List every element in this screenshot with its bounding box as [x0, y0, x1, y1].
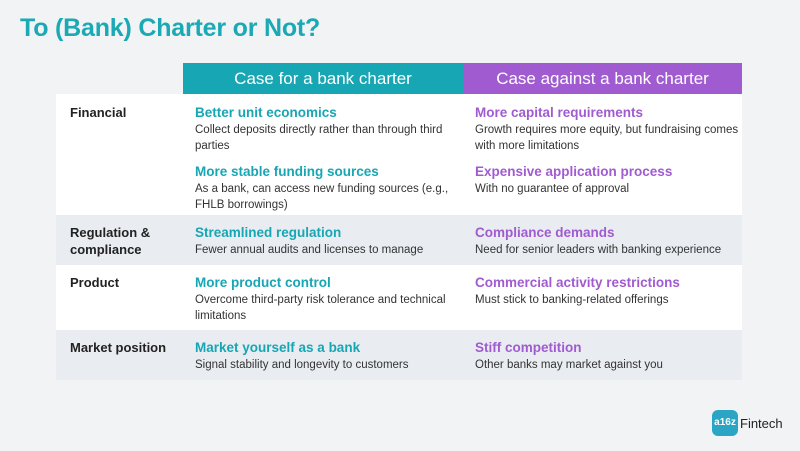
list-item: More stable funding sources As a bank, c… — [195, 163, 463, 213]
table-header: Case for a bank charter Case against a b… — [56, 63, 742, 94]
table-row-product: Product More product control Overcome th… — [56, 265, 742, 330]
item-description: Other banks may market against you — [475, 359, 663, 371]
list-item: Compliance demands Need for senior leade… — [475, 224, 742, 259]
list-item: Better unit economics Collect deposits d… — [195, 104, 463, 154]
item-description: With no guarantee of approval — [475, 183, 630, 195]
list-item: More capital requirements Growth require… — [475, 104, 742, 154]
a16z-logo-icon: a16z — [712, 410, 738, 436]
table-row-market-position: Market position Market yourself as a ban… — [56, 330, 742, 380]
header-case-against: Case against a bank charter — [463, 63, 742, 94]
list-item: Market yourself as a bank Signal stabili… — [195, 339, 463, 374]
list-item: Expensive application process With no gu… — [475, 163, 742, 198]
item-description: Need for senior leaders with banking exp… — [475, 244, 722, 256]
item-title: Streamlined regulation — [195, 225, 342, 240]
item-title: More stable funding sources — [195, 164, 379, 179]
logo-text: Fintech — [740, 415, 783, 431]
list-item: Commercial activity restrictions Must st… — [475, 274, 742, 309]
case-for-cell: More product control Overcome third-part… — [183, 274, 463, 330]
item-title: Expensive application process — [475, 164, 673, 179]
item-title: Market yourself as a bank — [195, 340, 361, 355]
item-title: More capital requirements — [475, 105, 644, 120]
case-for-cell: Better unit economics Collect deposits d… — [183, 104, 463, 215]
item-title: Compliance demands — [475, 225, 615, 240]
item-title: More product control — [195, 275, 331, 290]
row-category: Regulation & compliance — [70, 225, 151, 257]
case-against-cell: Compliance demands Need for senior leade… — [463, 224, 742, 265]
item-description: Growth requires more equity, but fundrai… — [475, 124, 739, 152]
item-description: As a bank, can access new funding source… — [195, 183, 449, 211]
case-against-cell: More capital requirements Growth require… — [463, 104, 742, 215]
row-category: Financial — [70, 105, 127, 120]
item-description: Fewer annual audits and licenses to mana… — [195, 244, 424, 256]
header-case-for: Case for a bank charter — [183, 63, 463, 94]
header-spacer — [56, 63, 183, 94]
item-title: Commercial activity restrictions — [475, 275, 680, 290]
table-row-regulation: Regulation & compliance Streamlined regu… — [56, 215, 742, 265]
case-against-cell: Stiff competition Other banks may market… — [463, 339, 742, 380]
item-description: Overcome third-party risk tolerance and … — [195, 294, 446, 322]
item-description: Must stick to banking-related offerings — [475, 294, 669, 306]
item-description: Signal stability and longevity to custom… — [195, 359, 409, 371]
item-title: Better unit economics — [195, 105, 337, 120]
case-against-cell: Commercial activity restrictions Must st… — [463, 274, 742, 330]
comparison-table: Case for a bank charter Case against a b… — [56, 63, 742, 380]
item-title: Stiff competition — [475, 340, 582, 355]
row-category: Product — [70, 275, 120, 290]
a16z-fintech-logo: a16z Fintech — [712, 410, 783, 436]
item-description: Collect deposits directly rather than th… — [195, 124, 443, 152]
row-category: Market position — [70, 340, 167, 355]
case-for-cell: Market yourself as a bank Signal stabili… — [183, 339, 463, 380]
case-for-cell: Streamlined regulation Fewer annual audi… — [183, 224, 463, 265]
list-item: Stiff competition Other banks may market… — [475, 339, 742, 374]
table-row-financial: Financial Better unit economics Collect … — [56, 94, 742, 215]
page-title: To (Bank) Charter or Not? — [20, 14, 321, 42]
list-item: Streamlined regulation Fewer annual audi… — [195, 224, 463, 259]
list-item: More product control Overcome third-part… — [195, 274, 463, 324]
